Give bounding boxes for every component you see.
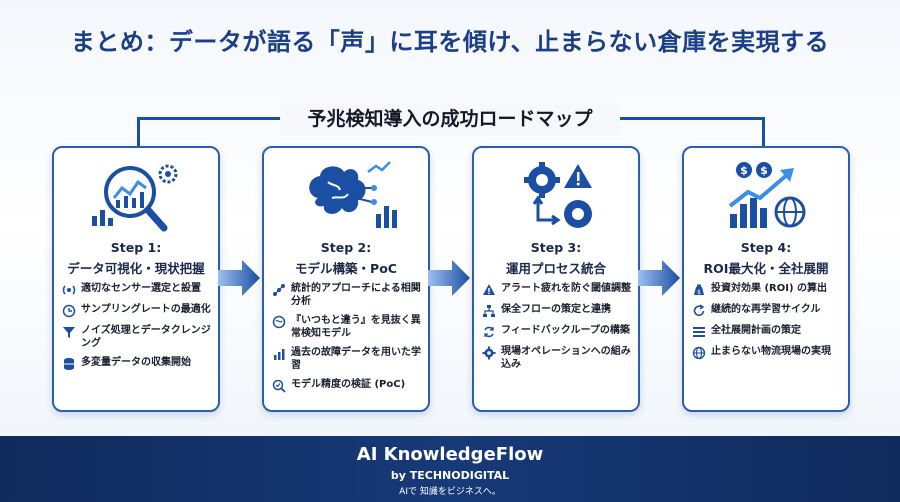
step-number: Step 3: <box>530 240 582 255</box>
step-card-4: $ $ Step 4: ROI最大化・全社展開 $ 投資対効果 (ROI) の算… <box>682 146 850 412</box>
roadmap-title: 予兆検知導入の成功ロードマップ <box>280 103 620 135</box>
money-icon: $ <box>694 284 704 296</box>
globe-icon <box>692 346 706 360</box>
brain-chart-icon <box>288 158 408 238</box>
warning-icon <box>483 284 495 295</box>
check-search-icon <box>272 379 286 393</box>
list-item: 『いつもと違う』を見抜く異常検知モデル <box>272 314 428 340</box>
step-title: モデル構築・PoC <box>295 261 397 276</box>
step-card-3: Step 3: 運用プロセス統合 アラート疲れを防ぐ閾値調整 保全フローの策定と… <box>472 146 640 412</box>
clock-icon <box>62 304 76 318</box>
step-title: 運用プロセス統合 <box>505 261 606 276</box>
brand-name: AI KnowledgeFlow <box>356 444 544 465</box>
list-item: 過去の故障データを用いた学習 <box>272 346 428 372</box>
arrow-right-icon <box>428 260 470 296</box>
list-item: ノイズ処理とデータクレンジング <box>62 324 218 350</box>
brain-icon <box>272 315 286 329</box>
page-title: まとめ：データが語る「声」に耳を傾け、止まらない倉庫を実現する <box>70 28 830 56</box>
list-item: 継続的な再学習サイクル <box>692 303 848 318</box>
magnifier-chart-gear-icon <box>78 158 198 238</box>
step-title: ROI最大化・全社展開 <box>703 261 829 276</box>
list-item: 統計的アプローチによる相関分析 <box>272 282 428 308</box>
list-item: $ 投資対効果 (ROI) の算出 <box>692 282 848 297</box>
network-icon <box>273 284 285 296</box>
list-item: フィードバックループの構築 <box>482 324 638 339</box>
arrow-right-icon <box>638 260 680 296</box>
gear-icon <box>482 346 496 360</box>
step-title: データ可視化・現状把握 <box>67 261 205 276</box>
step-number: Step 4: <box>740 240 792 255</box>
list-item: アラート疲れを防ぐ閾値調整 <box>482 282 638 297</box>
brand-byline: by TECHNODIGITAL <box>390 469 510 482</box>
gears-warning-icon <box>498 158 618 238</box>
list-item: 現場オペレーションへの組み込み <box>482 345 638 371</box>
step-card-1: Step 1: データ可視化・現状把握 適切なセンサー選定と設置 サンプリングレ… <box>52 146 220 412</box>
svg-text:$: $ <box>740 164 748 177</box>
list-item: 止まらない物流現場の実現 <box>692 345 848 360</box>
list-item: モデル精度の検証 (PoC) <box>272 378 428 393</box>
filter-icon <box>63 327 75 338</box>
list-item: 全社展開計画の策定 <box>692 324 848 339</box>
list-item: 適切なセンサー選定と設置 <box>62 282 218 297</box>
hierarchy-icon <box>483 305 495 317</box>
list-item: サンプリングレートの最適化 <box>62 303 218 318</box>
list-item: 多変量データの収集開始 <box>62 356 218 371</box>
list-icon <box>693 327 705 337</box>
svg-text:$: $ <box>697 289 701 296</box>
refresh-icon <box>693 304 705 317</box>
sensor-icon <box>62 285 76 295</box>
footer-banner: AI KnowledgeFlow by TECHNODIGITAL AIで 知識… <box>0 436 900 502</box>
bar-chart-icon <box>274 349 285 360</box>
growth-globe-icon: $ $ <box>708 158 828 238</box>
list-item: 保全フローの策定と連携 <box>482 303 638 318</box>
database-icon <box>64 358 74 370</box>
svg-text:$: $ <box>760 164 768 177</box>
step-number: Step 1: <box>110 240 162 255</box>
arrow-right-icon <box>218 260 260 296</box>
cycle-icon <box>484 326 494 338</box>
step-card-2: Step 2: モデル構築・PoC 統計的アプローチによる相関分析 『いつもと違… <box>262 146 430 412</box>
step-number: Step 2: <box>320 240 372 255</box>
brand-tagline: AIで 知識をビジネスへ。 <box>399 487 501 497</box>
